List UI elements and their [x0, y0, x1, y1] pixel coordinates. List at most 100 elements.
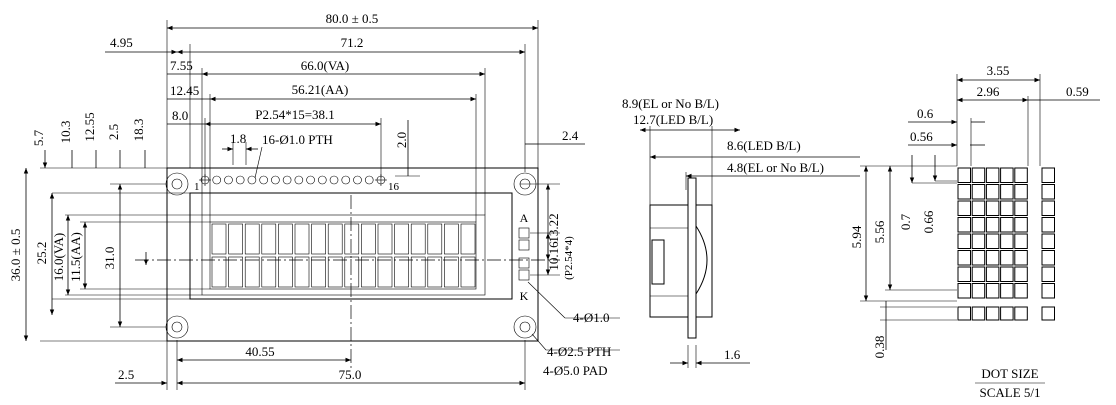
led-pin-3 [518, 257, 530, 269]
character-cell [327, 223, 343, 255]
character-cell [377, 256, 393, 288]
character-cell [427, 256, 443, 288]
character-cell [228, 256, 243, 288]
dot [1041, 233, 1055, 249]
dim-char-width: 3.55 [987, 63, 1010, 78]
dot-matrix [957, 167, 1028, 299]
dot-size-scale: SCALE 5/1 [979, 385, 1040, 400]
character-cell [261, 223, 277, 255]
dot [957, 184, 971, 200]
dot [971, 283, 986, 299]
dot [971, 217, 986, 233]
character-grid [211, 223, 476, 288]
dot [971, 250, 986, 266]
dot [1041, 283, 1055, 299]
side-pcb [687, 177, 697, 339]
dot [1000, 217, 1014, 233]
dot [985, 184, 1000, 200]
dim-dot-pitch: 0.6 [917, 106, 934, 121]
mounting-hole-bottom-right [513, 315, 537, 339]
active-area [209, 221, 477, 290]
next-character-column [1041, 167, 1055, 321]
character-cell [361, 223, 376, 255]
dot-size-title: DOT SIZE [981, 366, 1038, 381]
front-view: 1 16 A K 80.0 ± 0.5 71.2 4.95 66.0(VA) [8, 11, 620, 390]
dot [985, 266, 1000, 282]
cursor-dot [1014, 306, 1028, 321]
cursor-dot [1000, 306, 1014, 321]
dim-12-45: 12.45 [170, 83, 199, 98]
mount-hole-pth: 4-Ø2.5 PTH [547, 344, 611, 359]
bezel-outline [189, 192, 513, 300]
dot [1014, 167, 1028, 183]
dot [957, 283, 971, 299]
pin [294, 175, 304, 185]
pin-row [199, 174, 387, 186]
dot [1041, 217, 1055, 233]
pin [247, 175, 257, 185]
dim-5-56: 5.56 [872, 220, 887, 243]
dim-led-thickness-total: 12.7(LED B/L) [633, 112, 713, 127]
dim-char-height: 5.94 [849, 225, 864, 248]
dim-dot-width: 0.56 [910, 129, 933, 144]
pin [224, 175, 233, 185]
cursor-dot [957, 306, 971, 321]
pin [282, 175, 292, 185]
dim-el-thickness-total: 8.9(EL or No B/L) [622, 96, 719, 111]
character-cell [294, 223, 310, 255]
pin [364, 175, 374, 185]
dot [1000, 200, 1014, 216]
dim-0-7: 0.7 [898, 213, 913, 230]
character-cell [344, 256, 360, 288]
dim-75-0: 75.0 [339, 367, 362, 382]
dim-2-5-bottom: 2.5 [118, 367, 134, 382]
character-cell [410, 256, 426, 288]
mount-hole-pad: 4-Ø5.0 PAD [543, 363, 608, 378]
character-cell [211, 223, 227, 255]
character-cell [361, 256, 376, 288]
pin [329, 175, 339, 185]
dot [1041, 167, 1055, 183]
dim-pin-pitch: P2.54*15=38.1 [255, 107, 335, 122]
dot [1014, 266, 1028, 282]
dot [957, 233, 971, 249]
dot [985, 250, 1000, 266]
dot [1000, 250, 1014, 266]
cursor-dot [985, 306, 1000, 321]
pin [271, 175, 280, 185]
dim-7-55: 7.55 [170, 58, 193, 73]
character-cell [244, 256, 260, 288]
dot [957, 250, 971, 266]
dot [1014, 184, 1028, 200]
dot [985, 233, 1000, 249]
cursor-dot [971, 306, 986, 321]
pin [341, 175, 351, 185]
cursor-row [957, 306, 1028, 321]
character-cell [311, 256, 326, 288]
dim-8-0: 8.0 [172, 108, 188, 123]
dot [1041, 250, 1055, 266]
character-cell [244, 223, 260, 255]
character-cell [261, 256, 277, 288]
led-anode-label: A [520, 211, 529, 225]
led-pin-k [518, 269, 530, 281]
dim-1-8: 1.8 [230, 131, 246, 146]
character-cell [460, 256, 476, 288]
character-cell [410, 223, 426, 255]
small-hole-spec: 4-Ø1.0 [573, 310, 609, 325]
dim-10-3: 10.3 [58, 121, 73, 144]
dim-10-16: 10.16 [546, 241, 561, 271]
led-pin-a [518, 227, 530, 239]
character-cell [394, 256, 409, 288]
dot [971, 184, 986, 200]
cursor-dot [1041, 306, 1055, 321]
dim-12-55: 12.55 [82, 112, 97, 141]
side-view: 8.9(EL or No B/L) 12.7(LED B/L) 8.6(LED … [622, 96, 860, 368]
side-connector [651, 239, 665, 285]
dot [957, 217, 971, 233]
pin-hole-spec: 16-Ø1.0 PTH [262, 132, 333, 147]
dim-aa-height: 11.5(AA) [68, 232, 83, 282]
dim-4-95: 4.95 [110, 35, 133, 50]
pin [353, 175, 362, 185]
dim-led-pitch: (P2.54*4) [563, 236, 575, 280]
